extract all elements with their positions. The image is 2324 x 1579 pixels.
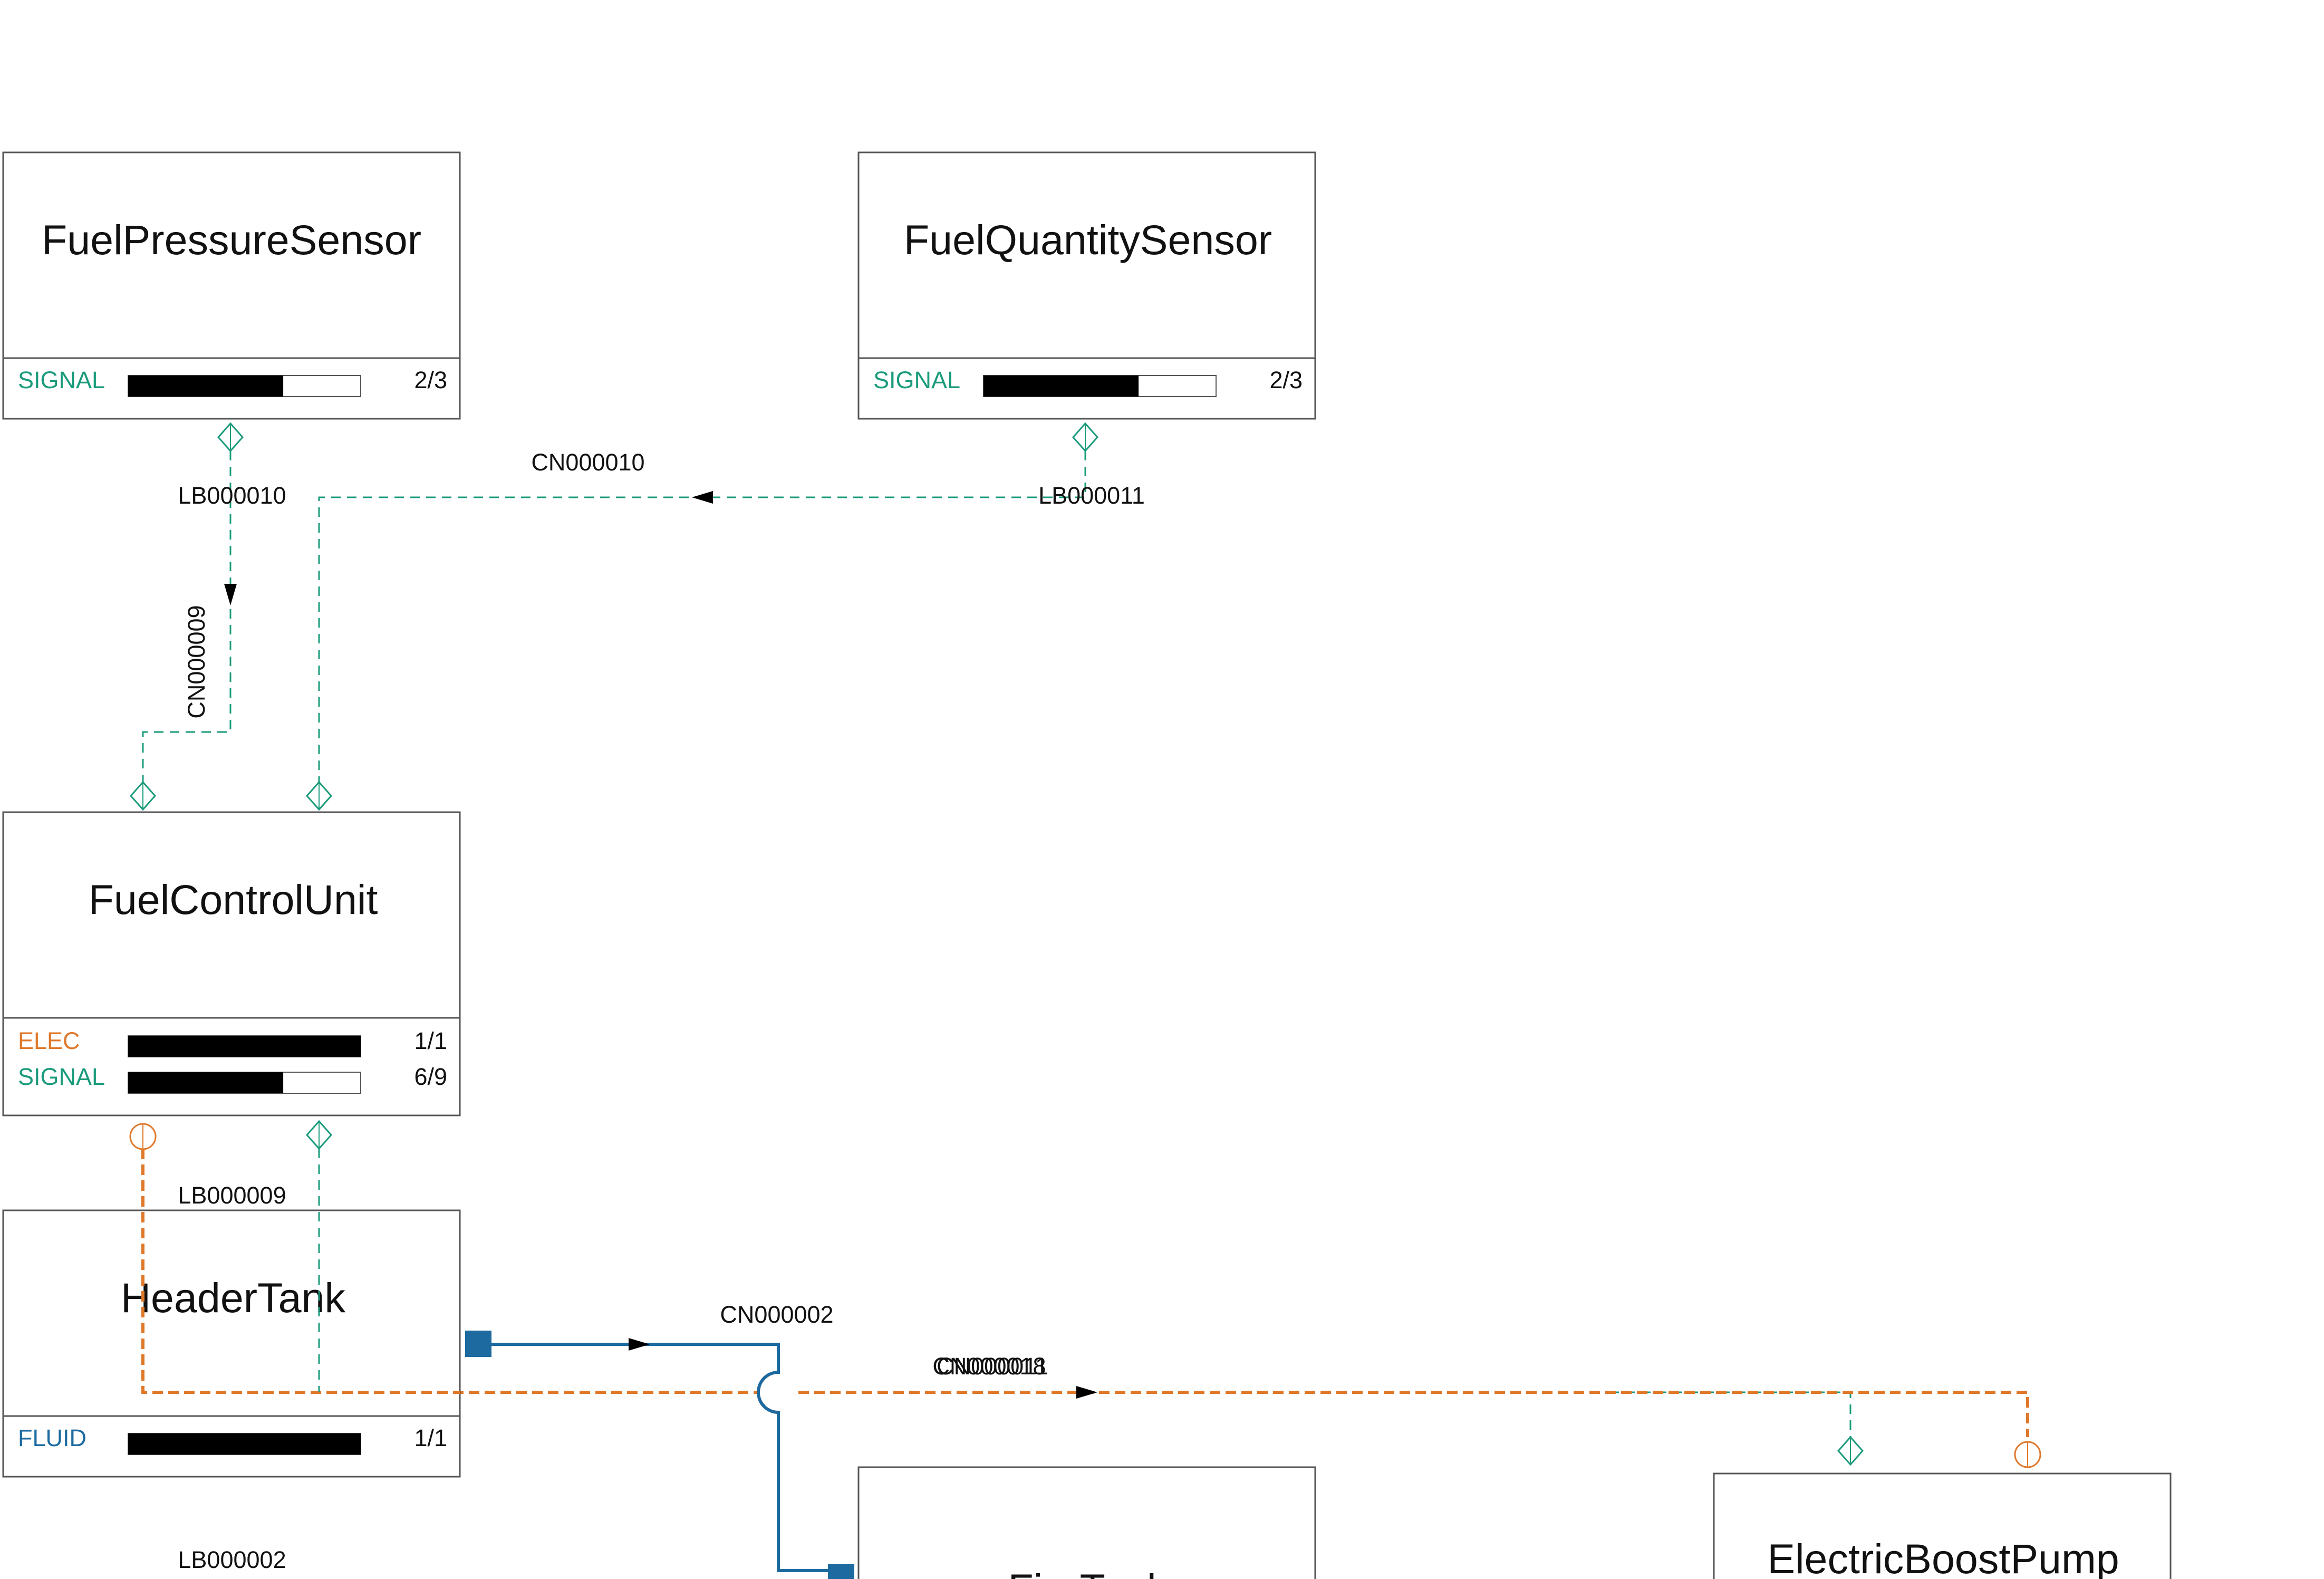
block-title: ElectricBoostPump <box>1767 1535 2119 1579</box>
label-cn000018: CN000018 <box>932 1353 1046 1380</box>
port-label-signal: SIGNAL <box>18 1063 105 1090</box>
block-header-tank[interactable]: HeaderTank FLUID 1/1 <box>2 1209 461 1478</box>
label-lb000011: LB000011 <box>1038 482 1145 509</box>
port-label-signal: SIGNAL <box>18 367 105 393</box>
port-count: 2/3 <box>1269 367 1303 393</box>
label-cn000010: CN000010 <box>531 449 644 476</box>
label-lb000009: LB000009 <box>178 1182 286 1209</box>
port-label-signal: SIGNAL <box>873 367 960 393</box>
port-bar-fill <box>128 1433 361 1455</box>
port-ebp-elec[interactable] <box>2014 1441 2041 1468</box>
port-fcu-signal-out[interactable] <box>305 1120 333 1150</box>
port-count: 1/1 <box>414 1424 447 1451</box>
label-lb000002: LB000002 <box>178 1546 286 1573</box>
port-fcu-signal-in-2[interactable] <box>305 781 333 811</box>
port-label-fluid: FLUID <box>18 1424 86 1451</box>
connector-cn000018-overlay <box>141 1149 460 1394</box>
port-fqs-signal[interactable] <box>1072 422 1099 452</box>
port-count: 2/3 <box>414 367 447 393</box>
port-label-elec: ELEC <box>18 1027 80 1054</box>
label-lb000010: LB000010 <box>178 482 286 509</box>
port-bar-fill <box>983 376 1139 397</box>
block-fuel-pressure-sensor[interactable]: FuelPressureSensor SIGNAL 2/3 <box>2 151 461 420</box>
arrow-cn000018 <box>1076 1386 1097 1399</box>
block-title: FireTank <box>1008 1565 1168 1579</box>
arrow-cn000009 <box>224 584 237 605</box>
port-count: 1/1 <box>414 1027 447 1054</box>
label-cn000011: CN000011 <box>937 1353 1048 1380</box>
port-bar-fill <box>128 376 284 397</box>
connector-cn000009[interactable] <box>142 451 232 782</box>
block-fuel-control-unit[interactable]: FuelControlUnit ELEC 1/1 SIGNAL 6/9 <box>2 811 461 1116</box>
port-bar-fill <box>128 1072 284 1093</box>
block-fire-tank[interactable]: FireTank <box>857 1466 1316 1579</box>
port-fcu-signal-in-1[interactable] <box>129 781 157 811</box>
port-fps-signal[interactable] <box>217 422 244 452</box>
connector-cn000010[interactable] <box>318 451 1086 782</box>
block-title: FuelQuantitySensor <box>904 216 1272 263</box>
block-fuel-quantity-sensor[interactable]: FuelQuantitySensor SIGNAL 2/3 <box>857 151 1316 420</box>
port-fire-tank-fluid[interactable] <box>828 1564 854 1579</box>
port-fcu-elec[interactable] <box>129 1123 157 1150</box>
block-electric-boost-pump[interactable]: ElectricBoostPump <box>1713 1472 2172 1579</box>
arrow-cn000002 <box>629 1338 650 1351</box>
label-cn000009: CN000009 <box>183 605 210 718</box>
connector-ebp-signal[interactable] <box>1609 1391 1852 1437</box>
label-cn000002: CN000002 <box>720 1301 833 1328</box>
block-title: FuelPressureSensor <box>42 216 421 263</box>
connector-cn000002[interactable] <box>477 1343 831 1572</box>
block-title: FuelControlUnit <box>89 876 378 923</box>
block-title: HeaderTank <box>121 1274 345 1321</box>
port-bar-fill <box>128 1036 361 1057</box>
port-header-tank-fluid[interactable] <box>465 1331 491 1357</box>
arrow-cn000010 <box>692 491 713 504</box>
port-count: 6/9 <box>414 1063 447 1090</box>
port-ebp-signal[interactable] <box>1837 1436 1864 1466</box>
